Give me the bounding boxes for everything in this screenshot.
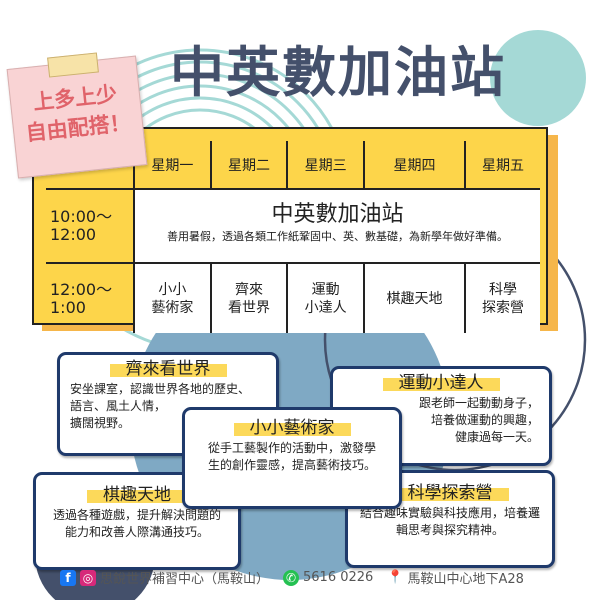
activity-cell: 運動小達人 [286, 262, 365, 333]
activity-cell: 小小藝術家 [133, 262, 212, 333]
session-desc: 善用暑假，透過各類工作紙鞏固中、英、數基礎，為新學年做好準備。 [167, 230, 508, 243]
card-title: 運動小達人 [382, 373, 500, 393]
table-row: 12:00～1:00 小小藝術家 齊來看世界 運動小達人 棋趣天地 科學探索營 [46, 262, 540, 333]
card-title: 棋趣天地 [87, 485, 187, 505]
location-pin-icon: 📍 [387, 570, 404, 585]
schedule-table: 星期一 星期二 星期三 星期四 星期五 10:00～12:00 中英數加油站 善… [46, 141, 540, 333]
day-header: 星期五 [464, 141, 540, 190]
activity-cell: 齊來看世界 [209, 262, 289, 333]
time-cell: 12:00～1:00 [46, 262, 135, 333]
address: 馬鞍山中心地下A28 [407, 572, 524, 587]
facebook-icon[interactable]: f [60, 569, 76, 586]
merged-cell: 中英數加油站 善用暑假，透過各類工作紙鞏固中、英、數基礎，為新學年做好準備。 [133, 188, 540, 264]
day-header: 星期二 [209, 141, 289, 190]
page-title: 中英數加油站 [170, 41, 506, 104]
card-title: 小小藝術家 [233, 418, 351, 438]
card-title: 齊來看世界 [109, 359, 227, 379]
center-name: 思銳世界補習中心（馬鞍山） [100, 572, 270, 587]
activity-cell: 棋趣天地 [362, 262, 467, 333]
phone-number: 5616 0226 [303, 570, 374, 585]
card-science: 科學探索營 結合趣味實驗與科技應用，培養邏輯思考與探究精神。 [345, 470, 555, 568]
whatsapp-icon: ✆ [283, 569, 300, 586]
activity-cell: 科學探索營 [464, 262, 540, 333]
card-title: 科學探索營 [391, 483, 509, 503]
card-chess: 棋趣天地 透過各種遊戲，提升解決問題的能力和改善人際溝通技巧。 [33, 472, 241, 570]
instagram-icon[interactable]: ◎ [80, 569, 96, 586]
day-header: 星期四 [362, 141, 467, 190]
time-cell: 10:00～12:00 [46, 188, 135, 264]
card-world: 齊來看世界 安坐課室，認識世界各地的歷史、語言、風土人情，擴闊視野。 [57, 352, 279, 456]
day-header: 星期三 [286, 141, 365, 190]
table-row: 10:00～12:00 中英數加油站 善用暑假，透過各類工作紙鞏固中、英、數基礎… [46, 188, 540, 264]
session-title: 中英數加油站 [271, 202, 404, 227]
footer: f ◎ 思銳世界補習中心（馬鞍山） ✆ 5616 0226 📍 馬鞍山中心地下A… [60, 568, 524, 587]
card-art: 小小藝術家 從手工藝製作的活動中，激發學生的創作靈感，提高藝術技巧。 [182, 407, 402, 509]
